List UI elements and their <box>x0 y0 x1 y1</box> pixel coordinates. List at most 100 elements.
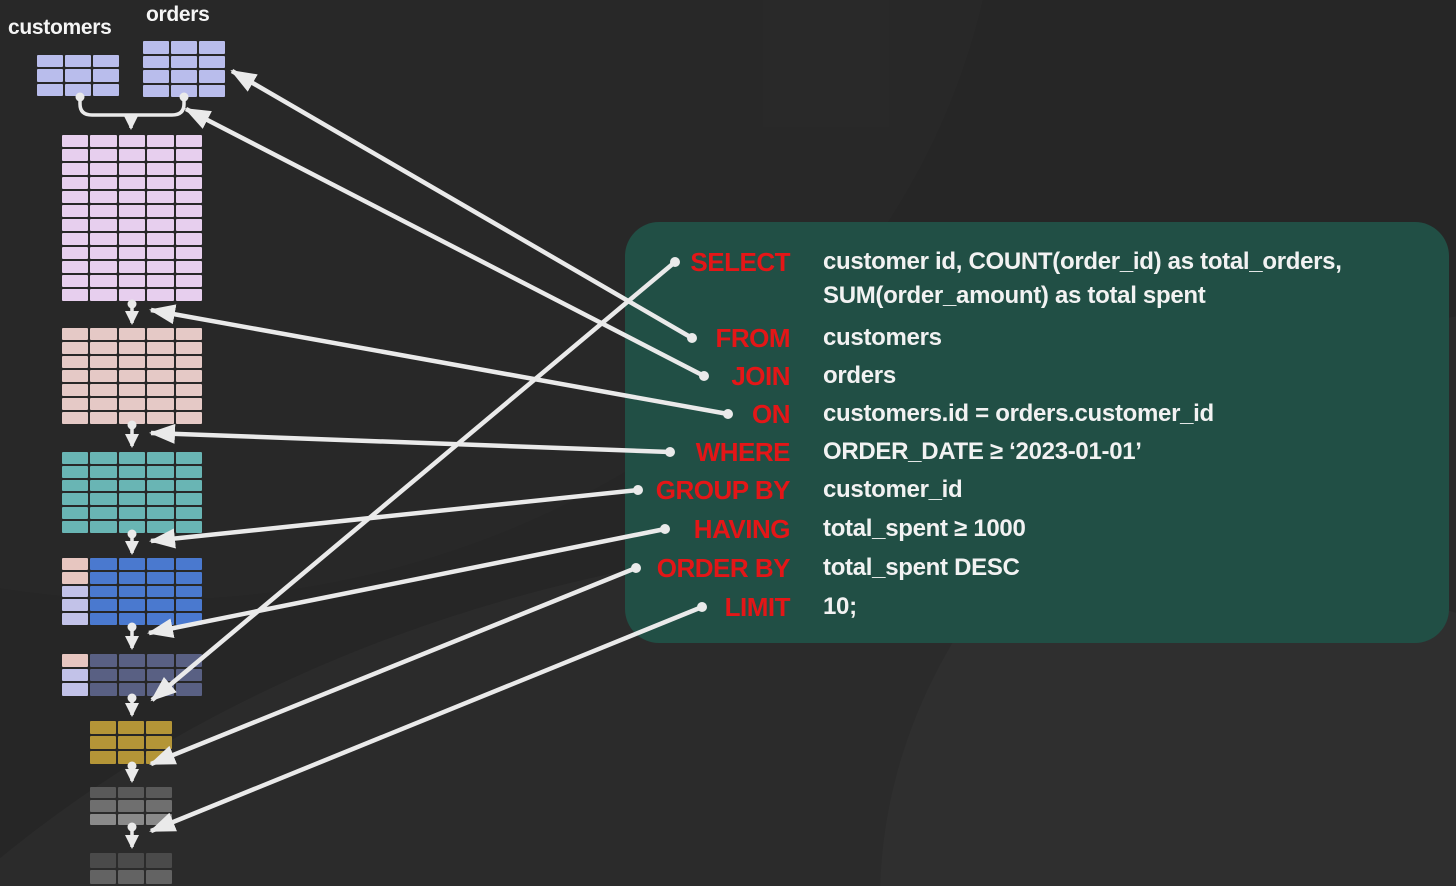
table-cell <box>147 191 174 203</box>
table-cell <box>118 521 146 533</box>
table-cell <box>62 493 89 506</box>
table-cell <box>147 507 174 520</box>
table-cell <box>90 465 117 478</box>
table-cell <box>175 205 202 217</box>
table-cell <box>62 177 89 189</box>
table-cell <box>90 558 117 570</box>
table-cell <box>90 668 117 682</box>
table-cell <box>90 521 117 533</box>
table-cell <box>146 853 172 868</box>
table-cell <box>147 356 174 368</box>
table-cell <box>175 654 202 667</box>
table-cell <box>118 289 146 301</box>
table-cell <box>118 275 146 287</box>
table-cell <box>118 599 146 612</box>
table-cell <box>175 163 202 175</box>
table-cell <box>175 668 202 682</box>
table-cell <box>62 149 89 161</box>
table-cell <box>143 41 169 54</box>
table-cell <box>175 558 202 570</box>
table-cell <box>62 384 89 396</box>
table-cell <box>147 521 174 533</box>
table-cell <box>118 869 144 884</box>
table-cell <box>62 452 89 464</box>
table-cell <box>90 813 116 825</box>
sql-row-join: JOIN orders <box>625 359 1449 393</box>
table-cell <box>90 342 117 354</box>
table-cell <box>118 558 146 570</box>
table-cell <box>118 853 144 868</box>
table-cell <box>147 163 174 175</box>
table-cell <box>90 493 117 506</box>
table-cell <box>62 219 89 231</box>
table-cell <box>175 177 202 189</box>
table-cell <box>146 721 172 734</box>
table-cell <box>90 412 117 424</box>
orders-table-label: orders <box>146 3 210 26</box>
sql-keyword-from: FROM <box>715 323 790 353</box>
table-cell <box>37 55 63 68</box>
table-cell <box>147 412 174 424</box>
table-cell <box>118 177 146 189</box>
table-cell <box>175 219 202 231</box>
table-cell <box>90 853 116 868</box>
table-cell <box>147 571 174 584</box>
table-cell <box>118 800 144 812</box>
table-cell <box>147 135 174 147</box>
sql-row-on: ON customers.id = orders.customer_id <box>625 397 1449 431</box>
table-cell <box>90 599 117 612</box>
table-cell <box>175 342 202 354</box>
sql-clause-having: total_spent ≥ 1000 <box>823 515 1026 542</box>
table-cell <box>143 55 169 68</box>
table-cell <box>118 384 146 396</box>
table-cell <box>147 452 174 464</box>
sql-clause-order-by: total_spent DESC <box>823 554 1020 581</box>
table-cell <box>62 558 89 570</box>
sql-row-group-by: GROUP BY customer_id <box>625 473 1449 507</box>
table-cell <box>118 328 146 340</box>
table-cell <box>65 83 91 96</box>
sql-clause-on: customers.id = orders.customer_id <box>823 400 1214 427</box>
table-cell <box>175 599 202 612</box>
table-cell <box>62 289 89 301</box>
table-cell <box>62 668 89 682</box>
table-cell <box>175 135 202 147</box>
table-cell <box>147 654 174 667</box>
table-cell <box>118 342 146 354</box>
sql-row-from: FROM customers <box>625 321 1449 355</box>
table-cell <box>90 721 116 734</box>
table-cell <box>147 342 174 354</box>
table-cell <box>175 328 202 340</box>
table-cell <box>90 205 117 217</box>
sql-keyword-limit: LIMIT <box>724 592 791 622</box>
table-cell <box>62 521 89 533</box>
table-cell <box>147 247 174 259</box>
table-cell <box>146 869 172 884</box>
table-cell <box>37 69 63 82</box>
table-cell <box>62 342 89 354</box>
table-cell <box>90 177 117 189</box>
table-cell <box>90 869 116 884</box>
table-cell <box>147 683 174 696</box>
table-cell <box>90 219 117 231</box>
table-cell <box>62 599 89 612</box>
table-cell <box>62 398 89 410</box>
table-cell <box>147 233 174 245</box>
table-order-by-result <box>90 721 172 764</box>
table-cell <box>175 289 202 301</box>
table-cell <box>175 613 202 625</box>
table-cell <box>118 149 146 161</box>
table-cell <box>199 55 225 68</box>
table-cell <box>90 191 117 203</box>
table-cell <box>62 233 89 245</box>
table-cell <box>118 370 146 382</box>
table-cell <box>147 465 174 478</box>
table-cell <box>65 69 91 82</box>
sql-query-panel: SELECT customer id, COUNT(order_id) as t… <box>625 222 1449 643</box>
table-cell <box>90 247 117 259</box>
table-cell <box>147 558 174 570</box>
table-having-result <box>62 558 202 625</box>
table-cell <box>147 370 174 382</box>
table-cell <box>147 384 174 396</box>
table-cell <box>118 191 146 203</box>
